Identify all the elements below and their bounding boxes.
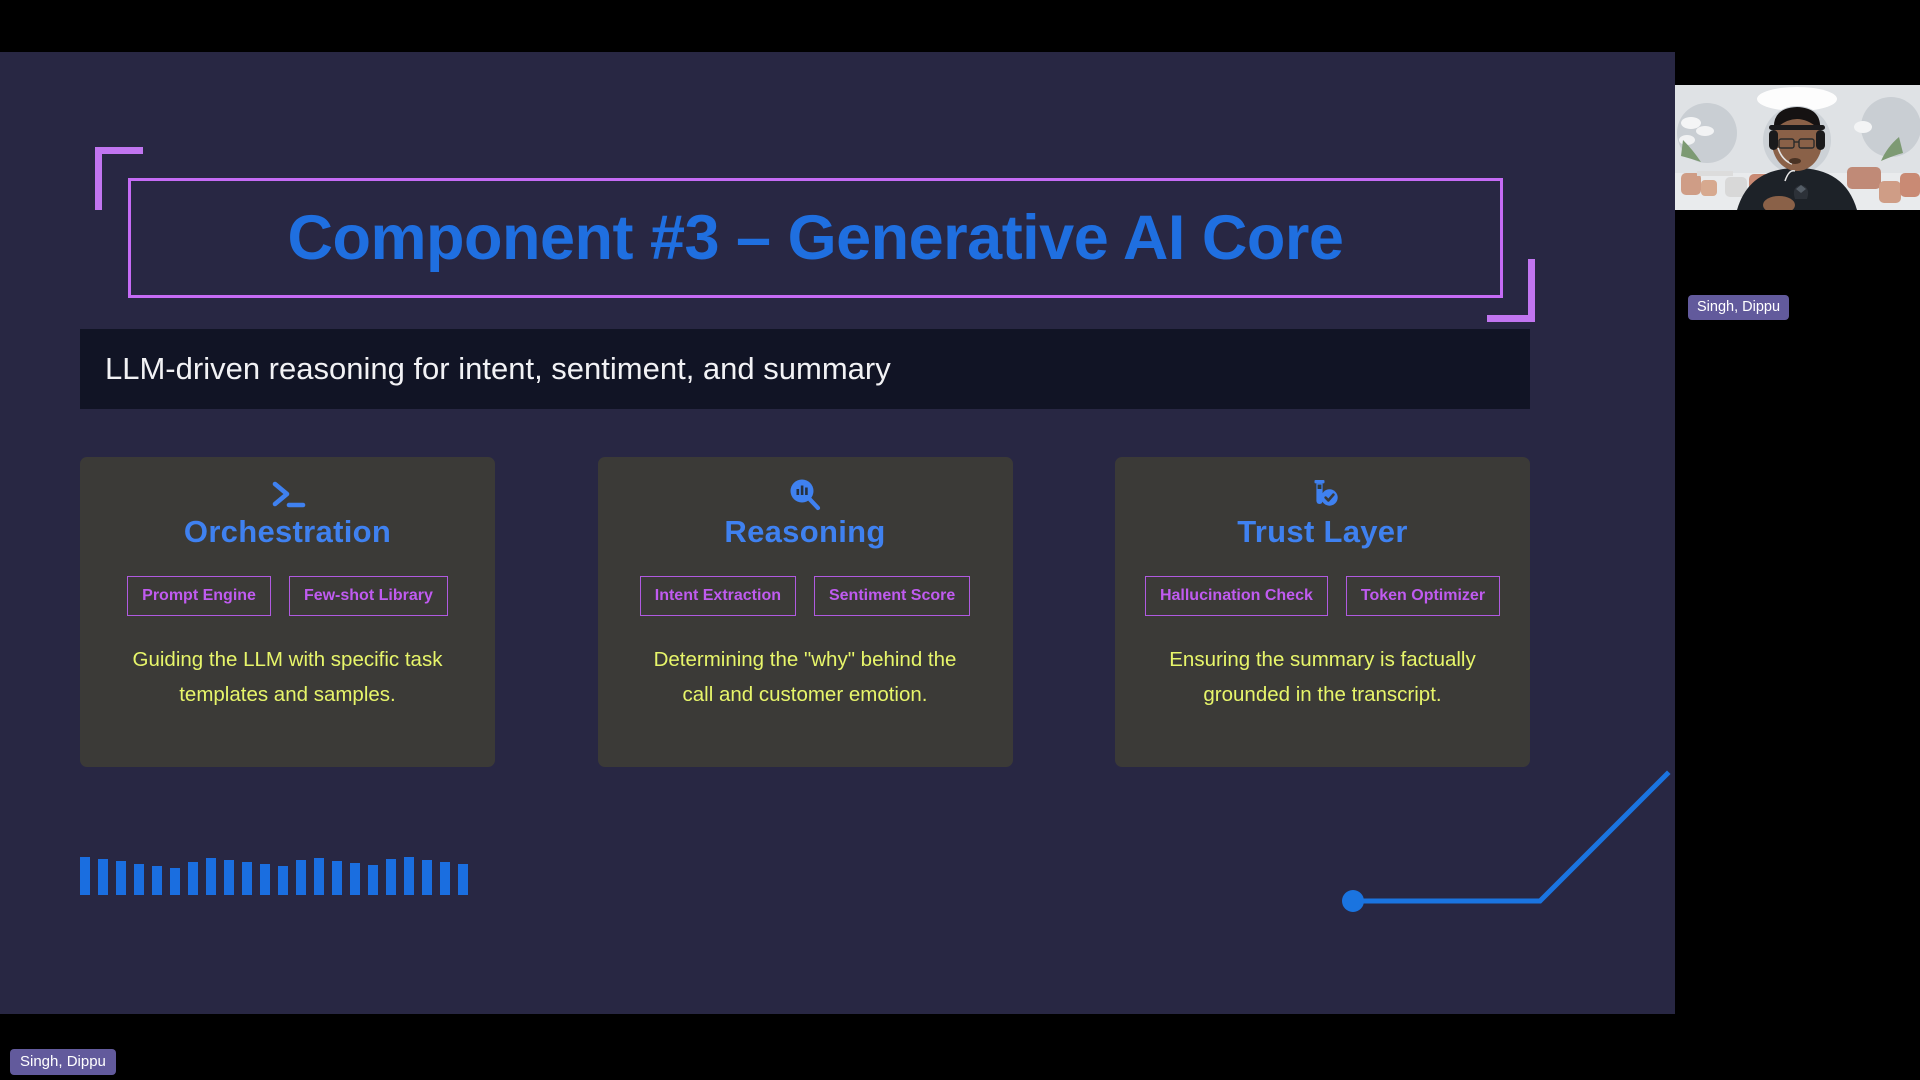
corner-bracket-bottom-right <box>1487 259 1535 322</box>
feature-card-reasoning[interactable]: Reasoning Intent Extraction Sentiment Sc… <box>597 457 1013 767</box>
slide-title-block: Component #3 – Generative AI Core <box>95 147 1535 322</box>
slide-subtitle: LLM-driven reasoning for intent, sentime… <box>105 351 891 386</box>
active-speaker-name-badge: Singh, Dippu <box>10 1049 116 1075</box>
equalizer-bar <box>260 864 270 895</box>
page-title: Component #3 – Generative AI Core <box>287 203 1344 273</box>
card-description: Determining the "why" behind the call an… <box>653 648 957 707</box>
equalizer-bar <box>296 860 306 895</box>
card-title: Reasoning <box>724 514 886 549</box>
card-title: Orchestration <box>183 514 392 549</box>
equalizer-bar <box>116 861 126 895</box>
chip-sentiment-score[interactable]: Sentiment Score <box>813 576 971 616</box>
chip-token-optimizer[interactable]: Token Optimizer <box>1345 576 1501 616</box>
equalizer-bar <box>170 868 180 895</box>
equalizer-bar <box>188 862 198 895</box>
card-chip-group: Prompt Engine Few-shot Library <box>80 576 495 616</box>
participant-video-tile[interactable] <box>1675 85 1920 210</box>
chip-hallucination-check[interactable]: Hallucination Check <box>1144 576 1328 616</box>
chip-intent-extraction[interactable]: Intent Extraction <box>639 576 796 616</box>
connector-dot <box>1342 890 1364 912</box>
equalizer-bar <box>440 862 450 895</box>
equalizer-bar <box>332 861 342 895</box>
equalizer-bar <box>368 865 378 895</box>
chip-prompt-engine[interactable]: Prompt Engine <box>127 576 271 616</box>
title-frame: Component #3 – Generative AI Core <box>128 178 1503 298</box>
equalizer-bar <box>422 860 432 895</box>
magnifier-barchart-icon <box>784 474 826 516</box>
card-chip-group: Hallucination Check Token Optimizer <box>1115 576 1530 616</box>
feature-card-row: Orchestration Prompt Engine Few-shot Lib… <box>80 457 1530 767</box>
equalizer-bar <box>206 858 216 895</box>
equalizer-bars-decoration <box>80 857 468 895</box>
terminal-prompt-icon <box>267 474 309 516</box>
equalizer-bar <box>458 864 468 895</box>
feature-card-orchestration[interactable]: Orchestration Prompt Engine Few-shot Lib… <box>80 457 495 767</box>
equalizer-bar <box>98 859 108 895</box>
chip-few-shot-library[interactable]: Few-shot Library <box>288 576 448 616</box>
equalizer-bar <box>350 863 360 895</box>
equalizer-bar <box>242 862 252 895</box>
corner-bracket-top-left <box>95 147 143 210</box>
equalizer-bar <box>224 860 234 895</box>
test-tube-check-icon <box>1302 474 1344 516</box>
card-description: Guiding the LLM with specific task templ… <box>132 648 443 707</box>
feature-card-trust-layer[interactable]: Trust Layer Hallucination Check Token Op… <box>1115 457 1530 767</box>
participant-name-badge: Singh, Dippu <box>1688 295 1790 320</box>
equalizer-bar <box>278 866 288 895</box>
equalizer-bar <box>386 859 396 895</box>
equalizer-bar <box>404 857 414 895</box>
video-feed <box>1675 85 1920 210</box>
equalizer-bar <box>80 857 90 895</box>
connector-line-decoration <box>1342 770 1671 912</box>
equalizer-bar <box>314 858 324 895</box>
slide-subtitle-band: LLM-driven reasoning for intent, sentime… <box>80 329 1530 409</box>
card-description: Ensuring the summary is factually ground… <box>1169 648 1476 707</box>
equalizer-bar <box>152 866 162 895</box>
equalizer-bar <box>134 864 144 895</box>
card-title: Trust Layer <box>1237 514 1408 549</box>
presentation-slide: Component #3 – Generative AI Core LLM-dr… <box>0 52 1675 1014</box>
card-chip-group: Intent Extraction Sentiment Score <box>598 576 1013 616</box>
